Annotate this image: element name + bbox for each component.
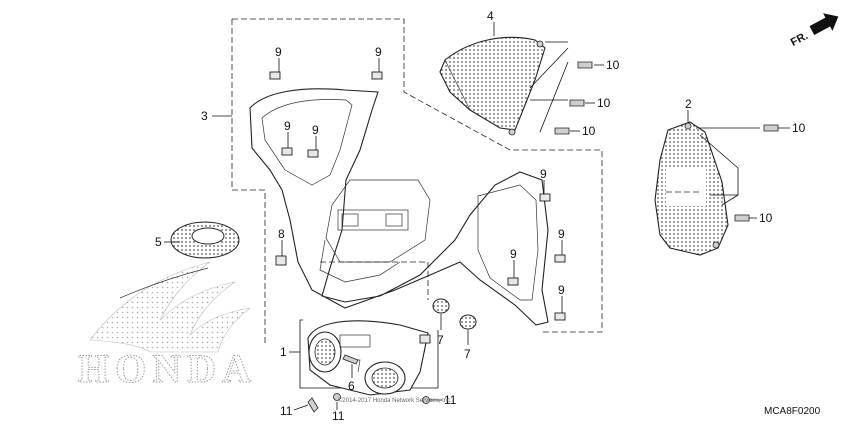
callout-9: 9: [284, 119, 291, 133]
callout-10: 10: [792, 121, 806, 135]
arrow-icon: [809, 13, 839, 35]
callout-7: 7: [437, 333, 444, 347]
callout-7: 7: [464, 347, 471, 361]
callout-2: 2: [685, 97, 692, 111]
callout-5: 5: [155, 235, 162, 249]
callout-1: 1: [280, 345, 287, 359]
callout-6: 6: [348, 379, 355, 393]
callout-9: 9: [510, 247, 517, 261]
callout-9: 9: [558, 283, 565, 297]
grommet-part-5: [170, 221, 240, 259]
callout-9: 9: [312, 123, 319, 137]
callout-11: 11: [280, 404, 293, 418]
clip-part-8: [275, 255, 287, 266]
meter-assembly-part-1: [307, 320, 431, 396]
callout-10: 10: [597, 96, 611, 110]
callout-11: 11: [332, 409, 345, 423]
callout-9: 9: [375, 45, 382, 59]
callout-8: 8: [278, 227, 285, 241]
mesh-cover-part-2: [654, 121, 729, 256]
callout-10: 10: [606, 58, 620, 72]
screw-part-6: [342, 354, 359, 365]
inner-panel-part-3: [249, 88, 549, 326]
copyright-fine-print: ©2014-2017 Honda Network Services, Inc.: [338, 397, 452, 404]
callout-11: 11: [444, 393, 457, 407]
callout-9: 9: [540, 167, 547, 181]
honda-wordmark-watermark: HONDA: [78, 346, 257, 391]
clips-part-9: [269, 71, 566, 321]
callout-10: 10: [582, 124, 596, 138]
grommet-part-7-right: [459, 314, 477, 330]
leader-lines: [164, 58, 790, 411]
grommet-part-7-left: [432, 298, 450, 314]
group-bracket-part-1: [299, 319, 439, 389]
callout-4: 4: [487, 9, 494, 23]
group-bracket-part-3: [231, 18, 603, 345]
callout-9: 9: [275, 45, 282, 59]
honda-wing-logo: [89, 261, 251, 353]
screws-part-11: [307, 393, 430, 413]
callout-10: 10: [759, 211, 773, 225]
screws-part-10: [554, 61, 779, 222]
front-direction-indicator: FR.: [789, 13, 839, 49]
mesh-cover-part-4: [439, 36, 546, 136]
callout-3: 3: [201, 109, 208, 123]
diagram-code: MCA8F0200: [764, 406, 821, 417]
svg-text:FR.: FR.: [789, 30, 810, 49]
callout-9: 9: [558, 227, 565, 241]
